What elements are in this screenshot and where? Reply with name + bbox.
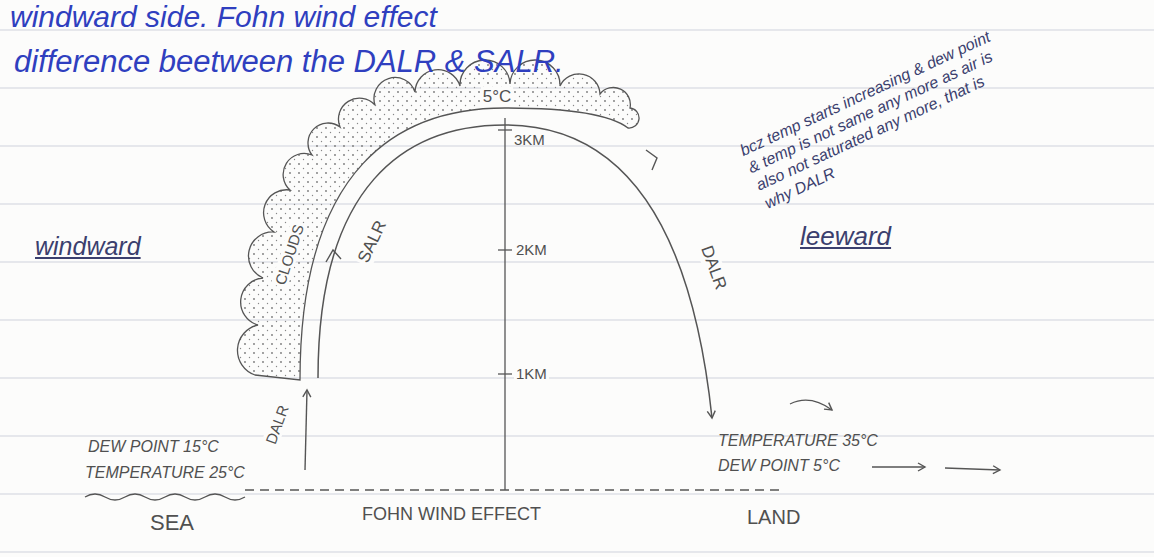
height-mark: 2KM xyxy=(514,241,549,258)
pointer-arrow xyxy=(790,400,832,410)
cloud-region xyxy=(237,60,639,380)
lapse-rate-label: SALR xyxy=(353,216,391,268)
wind-arrow xyxy=(945,468,1000,470)
height-mark: 1KM xyxy=(514,365,549,382)
heading-line: difference beetween the DALR & SALR. xyxy=(14,44,564,80)
lapse-rate-label: DALR xyxy=(696,241,731,294)
side-label: windward xyxy=(35,232,141,261)
slope-airflow-arrow xyxy=(318,125,712,418)
surface-label: LAND xyxy=(745,506,802,529)
axis-tick xyxy=(498,249,512,250)
descending-arrowhead xyxy=(646,150,657,170)
rising-arrowhead xyxy=(326,250,341,262)
diagram-caption: FOHN WIND EFFECT xyxy=(360,504,543,525)
wind-arrow xyxy=(872,466,925,467)
surface-label: SEA xyxy=(150,510,194,535)
heading-line: windward side. Fohn wind effect xyxy=(10,0,437,35)
height-mark: 3KM xyxy=(514,131,545,148)
lapse-rate-label: DALR xyxy=(261,401,292,448)
air-condition: DEW POINT 15°C xyxy=(88,438,219,456)
axis-tick xyxy=(498,129,512,130)
ground-line xyxy=(245,489,785,490)
height-axis xyxy=(504,118,505,490)
peak-temperature: 5°C xyxy=(481,87,514,107)
explanation-note: bcz temp starts increasing & dew point &… xyxy=(737,24,1023,212)
side-label: leeward xyxy=(800,222,891,252)
air-condition: TEMPERATURE 25°C xyxy=(85,464,245,482)
air-condition: TEMPERATURE 35°C xyxy=(718,432,878,450)
sea-waves xyxy=(85,494,245,500)
air-condition: DEW POINT 5°C xyxy=(718,457,840,475)
axis-tick xyxy=(498,373,512,374)
cloud-label: CLOUDS xyxy=(271,221,308,290)
rising-air-arrow xyxy=(305,390,307,470)
